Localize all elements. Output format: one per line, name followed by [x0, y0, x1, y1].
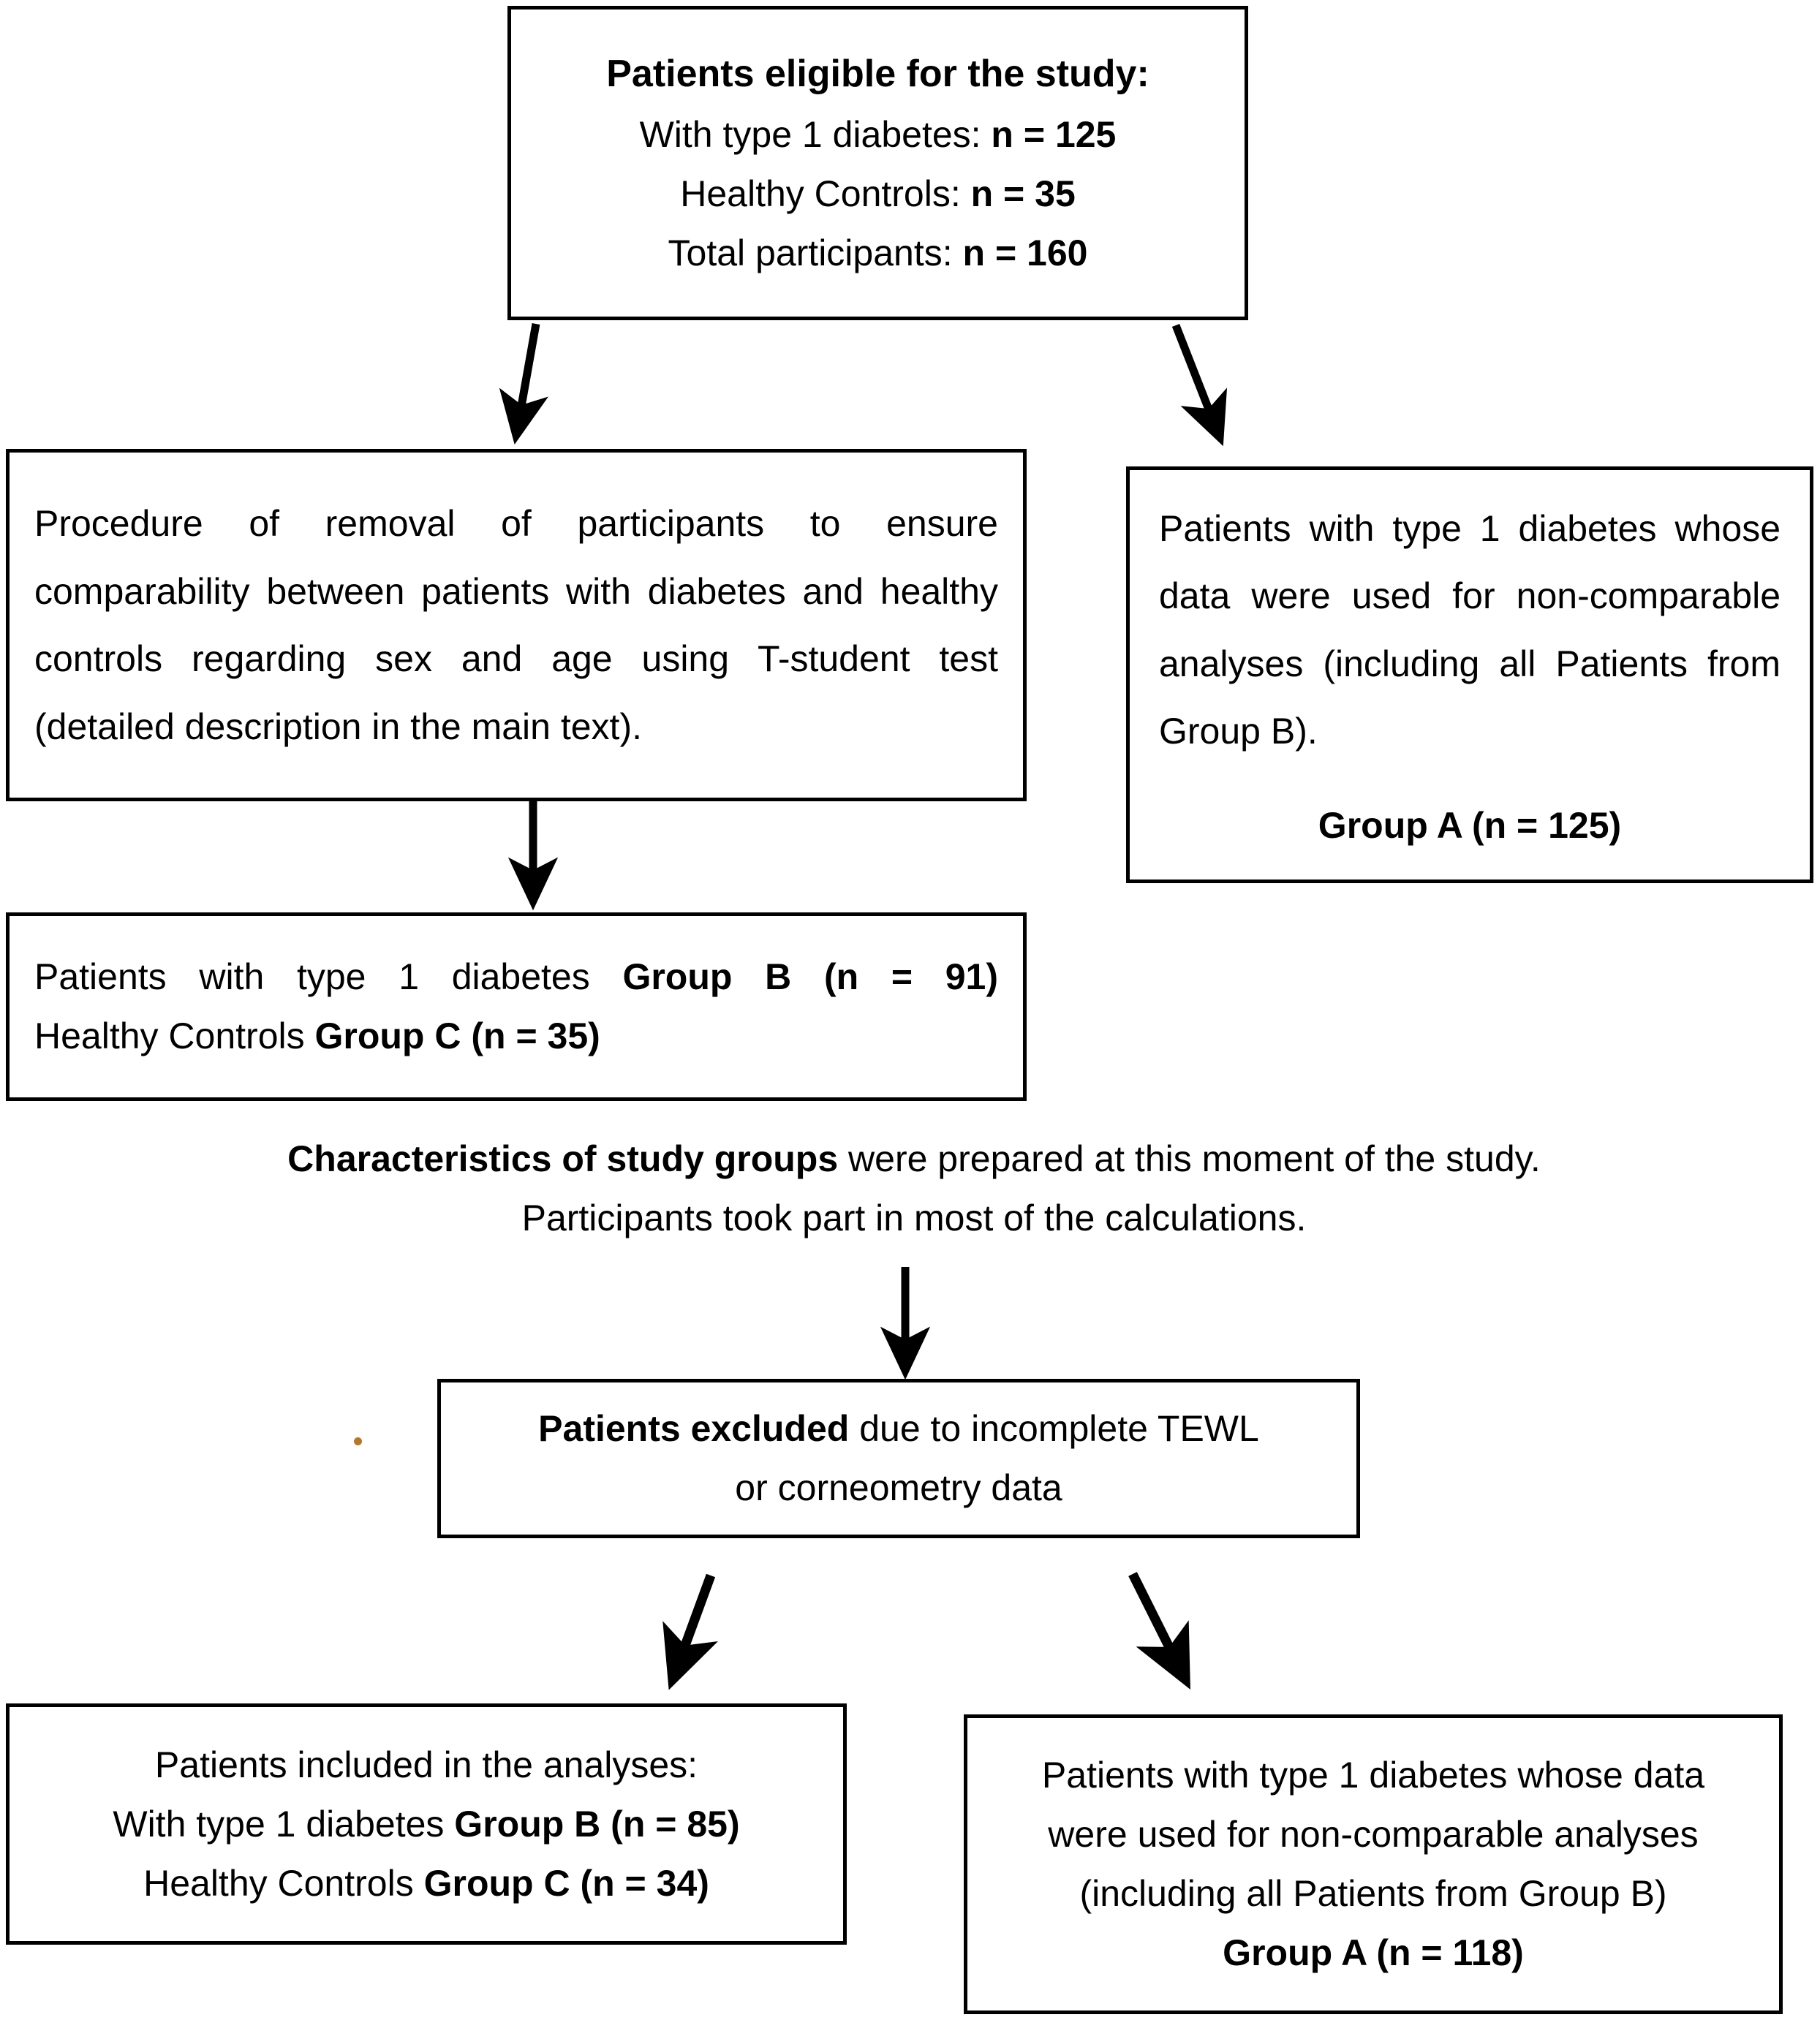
characteristics-note-line-1: Characteristics of study groups were pre…: [146, 1130, 1682, 1189]
arrow-excluded-to-included: [662, 1573, 718, 1690]
group-b-label: Group B (n = 91): [622, 956, 999, 997]
group-c-line: Healthy Controls Group C (n = 35): [34, 1007, 998, 1066]
group-c-prefix: Healthy Controls: [34, 1015, 315, 1056]
group-a-box: Patients with type 1 diabetes whose data…: [1126, 466, 1813, 883]
removal-procedure-box: Procedure of removal of participants to …: [6, 449, 1027, 801]
included-line-1: Patients included in the analyses:: [154, 1744, 698, 1785]
group-c-label: Group C (n = 35): [314, 1015, 600, 1056]
excluded-bold: Patients excluded: [538, 1408, 850, 1449]
included-hc-label: Group C (n = 34): [423, 1862, 709, 1904]
included-line-3: Healthy Controls Group C (n = 34): [34, 1854, 818, 1913]
final-group-a-line-2: were used for non-comparable analyses: [1048, 1814, 1699, 1855]
eligible-hc-value: n = 35: [970, 173, 1076, 214]
characteristics-note: Characteristics of study groups were pre…: [146, 1130, 1682, 1248]
stray-dot-mark: [354, 1437, 362, 1445]
eligible-total-label: Total participants:: [668, 232, 963, 273]
characteristics-note-bold: Characteristics of study groups: [287, 1138, 839, 1179]
eligible-t1d-label: With type 1 diabetes:: [639, 113, 992, 155]
group-a-paragraph: Patients with type 1 diabetes whose data…: [1159, 507, 1791, 752]
eligible-t1d-line: With type 1 diabetes: n = 125: [511, 105, 1245, 164]
arrow-top-to-group-a: [1171, 323, 1228, 447]
included-line-2: With type 1 diabetes Group B (n = 85): [34, 1795, 818, 1854]
eligible-total-value: n = 160: [962, 232, 1088, 273]
eligible-title: Patients eligible for the study:: [606, 53, 1149, 96]
eligible-total-line: Total participants: n = 160: [511, 224, 1245, 283]
included-t1d-prefix: With type 1 diabetes: [113, 1803, 455, 1845]
final-group-a-box: Patients with type 1 diabetes whose data…: [964, 1714, 1783, 2014]
group-b-line: Patients with type 1 diabetes Group B (n…: [34, 947, 998, 1007]
excluded-line-2: or corneometry data: [735, 1467, 1062, 1508]
group-b-prefix: Patients with type 1 diabetes: [34, 956, 623, 997]
eligible-hc-line: Healthy Controls: n = 35: [511, 164, 1245, 224]
eligible-hc-label: Healthy Controls:: [680, 173, 971, 214]
eligible-patients-box: Patients eligible for the study: With ty…: [507, 6, 1248, 320]
eligible-t1d-value: n = 125: [991, 113, 1117, 155]
removal-procedure-text: Procedure of removal of participants to …: [34, 503, 1008, 747]
excluded-plain: due to incomplete TEWL: [849, 1408, 1259, 1449]
group-bc-box: Patients with type 1 diabetes Group B (n…: [6, 912, 1027, 1101]
group-a-label: Group A (n = 125): [1318, 804, 1622, 846]
included-t1d-label: Group B (n = 85): [454, 1803, 740, 1845]
arrow-top-to-procedure: [499, 323, 548, 445]
arrow-excluded-to-final-group-a: [1128, 1572, 1190, 1690]
final-group-a-label: Group A (n = 118): [1223, 1932, 1524, 1973]
patients-included-box: Patients included in the analyses: With …: [6, 1703, 847, 1945]
included-hc-prefix: Healthy Controls: [143, 1862, 424, 1904]
characteristics-note-plain: were prepared at this moment of the stud…: [838, 1138, 1541, 1179]
final-group-a-line-3: (including all Patients from Group B): [1079, 1873, 1667, 1914]
characteristics-note-line-2: Participants took part in most of the ca…: [521, 1198, 1307, 1238]
excluded-line-1: Patients excluded due to incomplete TEWL: [441, 1399, 1356, 1459]
patients-excluded-box: Patients excluded due to incomplete TEWL…: [437, 1379, 1360, 1538]
final-group-a-line-1: Patients with type 1 diabetes whose data: [1041, 1755, 1705, 1796]
